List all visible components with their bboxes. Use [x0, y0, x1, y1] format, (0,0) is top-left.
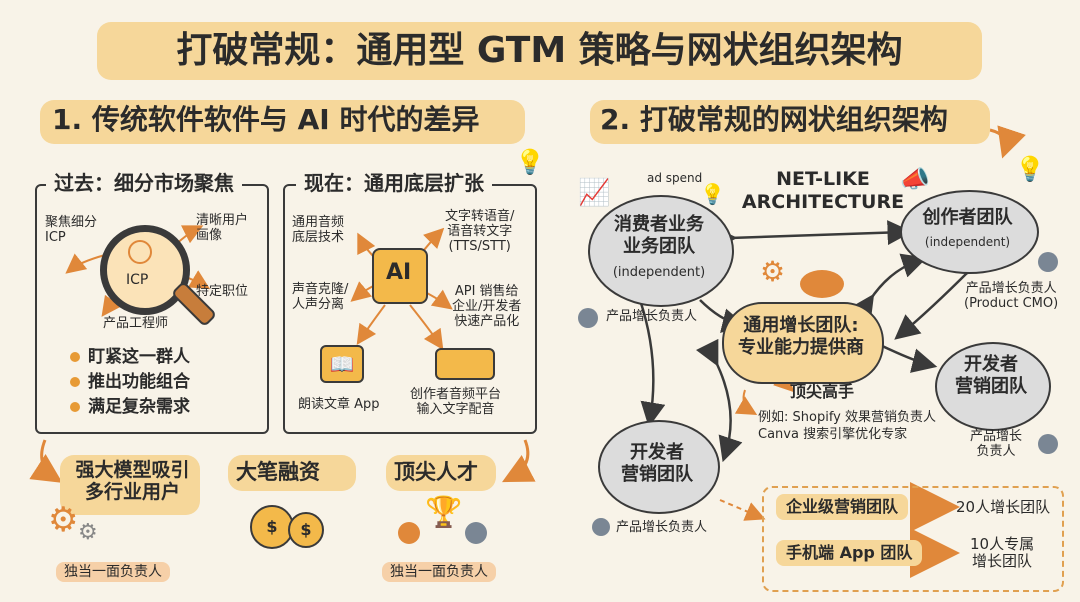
- gear-icon: ⚙: [48, 500, 79, 540]
- creator-team-tag: (independent): [924, 235, 1011, 249]
- lightbulb-icon: 💡: [700, 182, 725, 206]
- voice-clone-label: 声音克隆/ 人声分离: [292, 282, 349, 312]
- chart-icon: 📈: [578, 178, 611, 208]
- central-examples: 例如: Shopify 效果营销负责人 Canva 搜索引擎优化专家: [758, 410, 936, 442]
- now-panel-title: 现在：通用底层扩张: [296, 172, 492, 195]
- lightbulb-icon: 💡: [1015, 155, 1045, 183]
- creator-platform-label: 创作者音频平台 输入文字配音: [410, 387, 502, 417]
- money-bag-icon: $: [288, 512, 324, 548]
- central-team-bubble: [722, 302, 884, 384]
- focus-icp-label: 聚焦细分 ICP: [45, 215, 98, 245]
- magnifier-icon: [100, 225, 190, 315]
- section1-heading-highlight: [40, 100, 525, 144]
- title-highlight: [97, 22, 982, 80]
- past-panel-title: 过去：细分市场聚焦: [46, 172, 242, 195]
- megaphone-icon: 📣: [900, 165, 930, 193]
- owner-left-badge: 独当一面负责人: [56, 562, 170, 583]
- person-icon: [398, 522, 420, 544]
- person-icon: [592, 518, 610, 536]
- team-examples-box: [762, 486, 1064, 592]
- model-highlight: [60, 455, 200, 515]
- mobile-result-label: 10人专属 增长团队: [970, 535, 1035, 571]
- person-icon: [1038, 434, 1058, 454]
- consumer-team-bubble: [588, 195, 734, 307]
- bullet-item: 推出功能组合: [70, 372, 190, 393]
- audio-tech-label: 通用音频 底层技术: [292, 215, 345, 245]
- dev-left-owner-label: 产品增长负责人: [616, 520, 708, 535]
- talent-highlight: [386, 455, 496, 491]
- specific-role-label: 特定职位: [196, 284, 249, 299]
- person-icon: [128, 240, 152, 264]
- gear-icon: ⚙: [78, 520, 98, 545]
- clear-persona-label: 清晰用户 画像: [196, 213, 249, 243]
- reading-app-label: 朗读文章 App: [298, 397, 380, 412]
- consumer-owner-label: 产品增长负责人: [606, 309, 698, 324]
- dev-right-team-name: 开发者 营销团队: [955, 354, 1027, 397]
- model-label: 强大模型吸引 多行业用户: [75, 459, 190, 503]
- creator-owner-label: 产品增长负责人 (Product CMO): [964, 281, 1059, 311]
- funding-highlight: [228, 455, 356, 491]
- book-icon: 📖: [320, 345, 364, 383]
- dev-right-owner-label: 产品增长 负责人: [970, 429, 1023, 459]
- section2-heading: 2. 打破常规的网状组织架构: [600, 103, 948, 136]
- enterprise-team-label: 企业级营销团队: [776, 494, 909, 521]
- trophy-icon: 🏆: [425, 495, 463, 530]
- person-icon: [578, 308, 598, 328]
- team-people-icon: [800, 270, 844, 298]
- bullet-item: 盯紧这一群人: [70, 347, 190, 368]
- section1-heading: 1. 传统软件软件与 AI 时代的差异: [52, 103, 480, 136]
- lightbulb-icon: 💡: [515, 148, 545, 176]
- dev-left-team-name: 开发者 营销团队: [621, 442, 693, 485]
- mobile-team-label: 手机端 App 团队: [776, 540, 923, 567]
- talent-label: 顶尖人才: [394, 460, 478, 484]
- page-title: 打破常规：通用型 GTM 策略与网状组织架构: [176, 30, 903, 71]
- money-bag-icon: $: [250, 505, 294, 549]
- dev-right-team-bubble: [935, 342, 1051, 431]
- icp-center-label: ICP: [126, 272, 149, 288]
- dev-left-team-bubble: [598, 420, 720, 514]
- product-engineer-label: 产品工程师: [103, 316, 169, 331]
- enterprise-result-label: 20人增长团队: [956, 498, 1051, 516]
- creator-team-name: 创作者团队: [922, 207, 1013, 228]
- person-icon: [465, 522, 487, 544]
- api-sales-label: API 销售给 企业/开发者 快速产品化: [452, 284, 522, 329]
- consumer-team-name: 消费者业务 业务团队: [614, 214, 704, 257]
- funding-label: 大笔融资: [236, 460, 320, 484]
- creator-team-bubble: [900, 190, 1039, 274]
- bullet-item: 满足复杂需求: [70, 397, 190, 418]
- top-talent-label: 顶尖高手: [790, 382, 855, 401]
- person-icon: [1038, 252, 1058, 272]
- ai-chip-icon: [372, 248, 428, 304]
- owner-right-badge: 独当一面负责人: [382, 562, 496, 583]
- tts-label: 文字转语音/ 语音转文字 (TTS/STT): [445, 209, 515, 254]
- gear-icon: ⚙: [760, 255, 786, 288]
- consumer-team-tag: (independent): [612, 265, 706, 280]
- central-team-name: 通用增长团队: 专业能力提供商: [738, 315, 864, 358]
- section2-heading-highlight: [590, 100, 990, 144]
- ai-chip-label: AI: [386, 260, 412, 285]
- waveform-icon: [435, 348, 495, 380]
- net-like-label: NET-LIKE ARCHITECTURE: [741, 168, 905, 213]
- ad-spend-label: ad spend: [647, 171, 703, 185]
